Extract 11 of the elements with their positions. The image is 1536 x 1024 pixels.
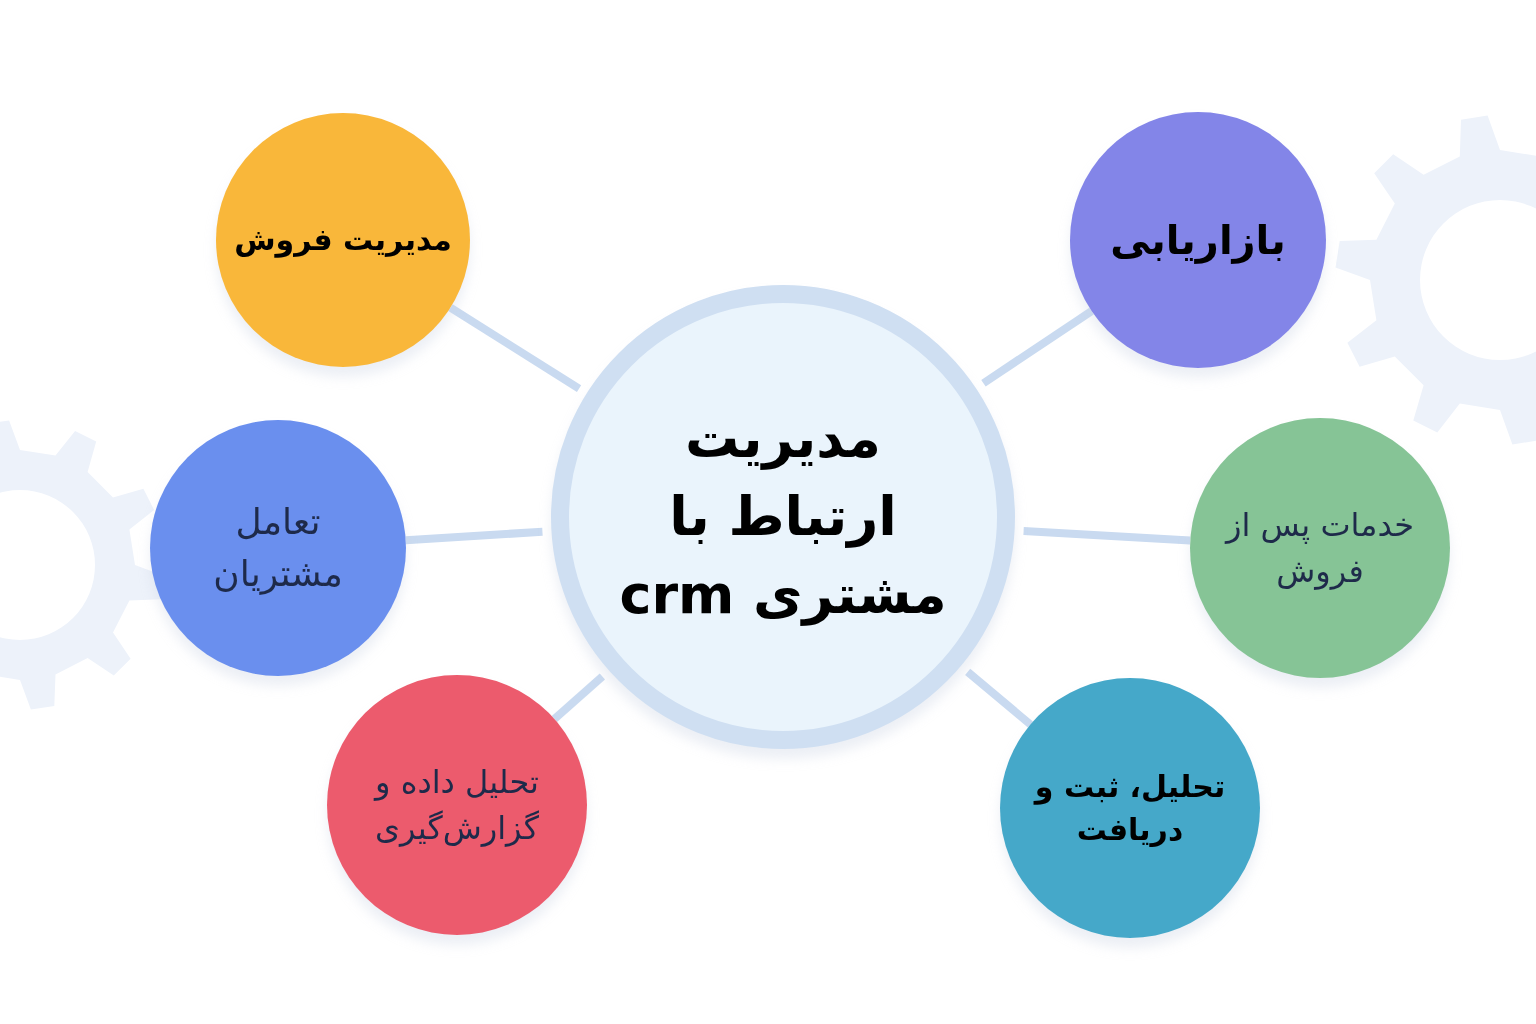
topic-label: مدیریت فروش: [233, 221, 453, 260]
topic-label: تحلیل داده و گزارش‌گیری: [372, 761, 540, 849]
connector-line: [448, 304, 582, 392]
connector-line: [551, 673, 606, 722]
topic-label: خدمات پس از فروش: [1223, 504, 1415, 592]
topic-label: بازاریابی: [1109, 216, 1287, 266]
topic-label: تحلیل، ثبت و دریافت: [1032, 767, 1227, 849]
topic-label: تعامل مشتریان: [212, 499, 344, 597]
topic-label: مدیریت ارتباط با مشتری crm: [618, 405, 948, 629]
connector-line: [981, 307, 1094, 387]
connector-line: [965, 668, 1033, 728]
